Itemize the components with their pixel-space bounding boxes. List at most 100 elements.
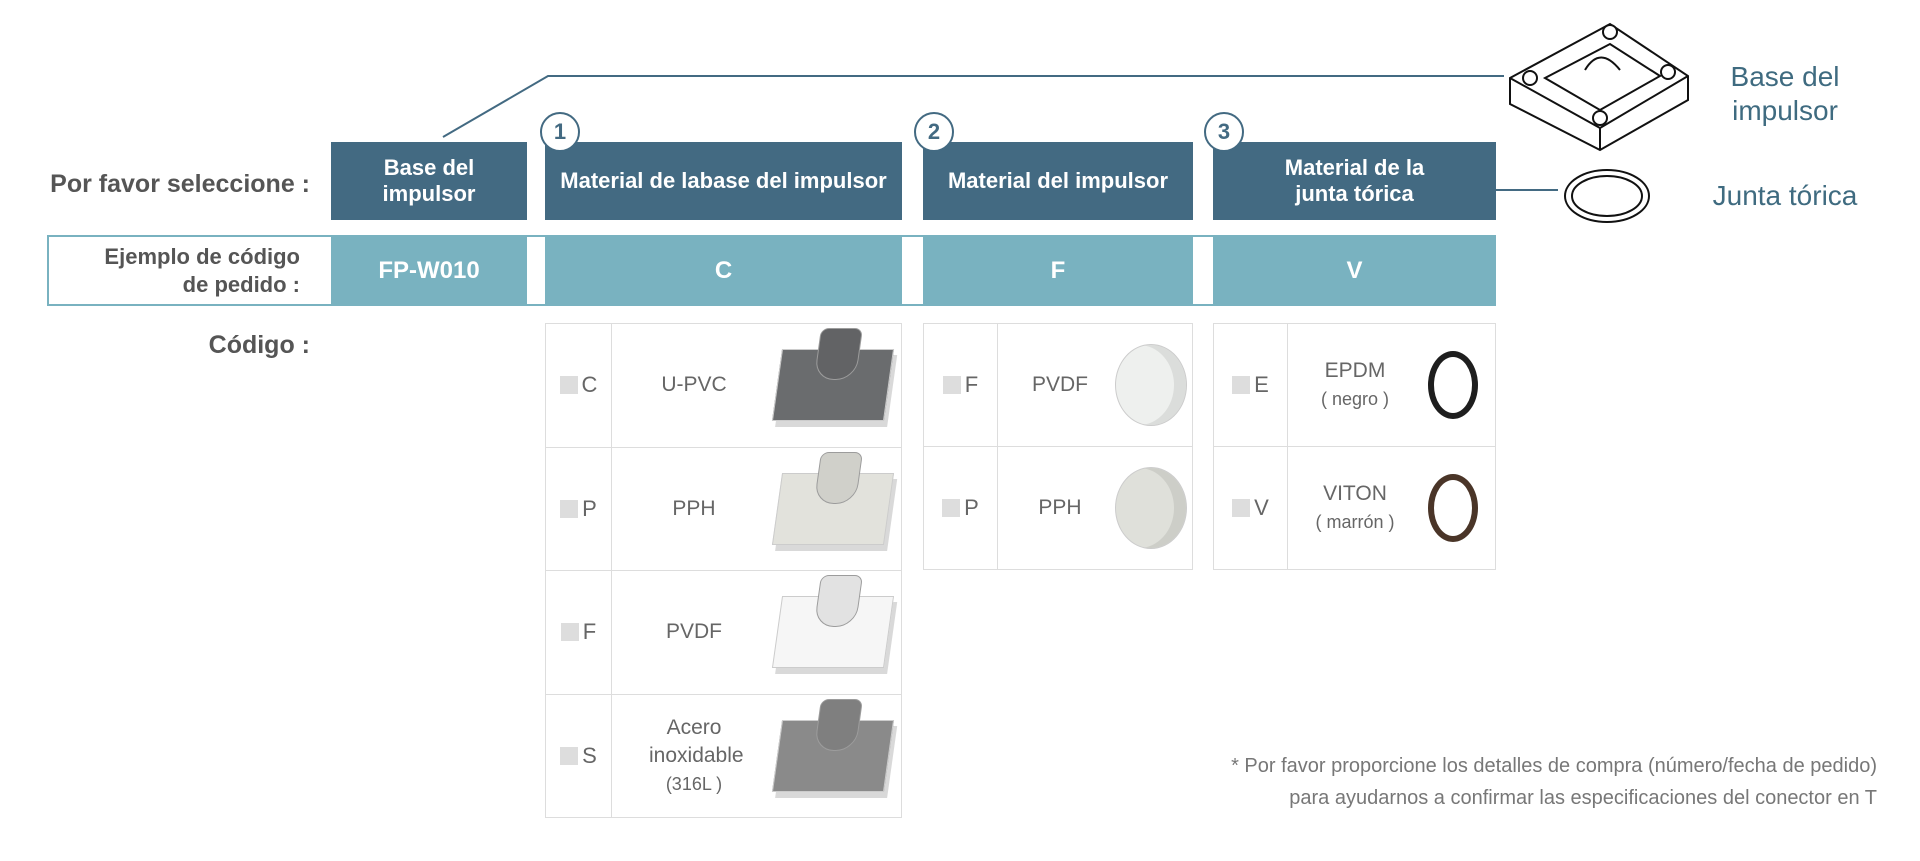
base-label-line1: Base del: [1730, 61, 1840, 92]
option-subname: ( negro ): [1320, 388, 1390, 409]
oring-black-image: [1427, 350, 1478, 419]
header-impeller-base: Base del impulsor: [331, 142, 527, 220]
option-code-cell[interactable]: V: [1214, 446, 1288, 569]
footnote-line2: para ayudarnos a confirmar las especific…: [1289, 787, 1877, 809]
option-name-cell: PVDF: [612, 571, 764, 694]
option-subname: (316L ): [665, 774, 723, 795]
tube-shape: [813, 451, 863, 504]
step-number-2: 2: [914, 112, 954, 152]
base-pvdf-image: [771, 575, 894, 669]
option-code-cell[interactable]: E: [1214, 324, 1288, 446]
option-row: E EPDM ( negro ): [1214, 324, 1495, 447]
header-impeller-material: Material del impulsor: [923, 142, 1193, 220]
option-code: C: [581, 372, 598, 398]
option-name-cell: PVDF: [998, 324, 1110, 446]
option-code-cell[interactable]: P: [546, 447, 612, 570]
base-pph-image: [771, 451, 894, 545]
option-row: F PVDF: [924, 324, 1192, 447]
checkbox[interactable]: [1232, 498, 1251, 517]
example-label-line2: de pedido :: [182, 272, 300, 297]
option-code: S: [582, 743, 597, 769]
option-image-cell: [1110, 324, 1192, 446]
option-name: U-PVC: [661, 373, 727, 397]
checkbox[interactable]: [560, 747, 579, 766]
option-name-cell: EPDM ( negro ): [1288, 324, 1410, 446]
oring-brown-image: [1427, 473, 1478, 542]
option-name-cell: U-PVC: [612, 324, 764, 447]
option-name: PVDF: [665, 620, 722, 644]
option-code-cell[interactable]: S: [546, 694, 612, 818]
base-material-options-table: C U-PVC P PPH F PVDF S Acero inoxidable (316L ): [545, 323, 902, 818]
option-name-cell: PPH: [998, 447, 1110, 570]
step-number-1: 1: [540, 112, 580, 152]
option-name-cell: PPH: [612, 448, 764, 571]
example-code-oring-material: V: [1213, 235, 1496, 306]
base-upvc-image: [771, 328, 894, 422]
code-label: Código :: [208, 331, 310, 359]
checkbox[interactable]: [942, 375, 961, 394]
option-code: F: [582, 619, 597, 645]
base-label-line2: impulsor: [1732, 95, 1838, 126]
oring-material-options-table: E EPDM ( negro ) V VITON ( marrón ): [1213, 323, 1496, 570]
option-row: P PPH: [546, 447, 901, 571]
header-line1: Material de la: [1284, 155, 1425, 180]
checkbox[interactable]: [1232, 375, 1251, 394]
option-image-cell: [764, 571, 901, 694]
option-name: EPDM: [1324, 358, 1386, 382]
option-name-cell: Acero inoxidable (316L ): [612, 695, 764, 819]
option-name: VITON: [1323, 481, 1387, 505]
option-code: E: [1254, 371, 1269, 397]
example-code-model: FP-W010: [331, 235, 527, 306]
header-line1: Base del: [383, 155, 475, 180]
impeller-base-illustration: [1509, 22, 1689, 152]
checkbox[interactable]: [560, 499, 579, 518]
option-row: C U-PVC: [546, 324, 901, 448]
header-line2: impulsor: [382, 181, 476, 206]
option-row: F PVDF: [546, 571, 901, 695]
option-name: PPH: [672, 496, 716, 520]
option-code-cell[interactable]: C: [546, 324, 612, 447]
option-code-cell[interactable]: P: [924, 446, 998, 569]
checkbox[interactable]: [559, 376, 578, 395]
oring-label: Junta tórica: [1712, 180, 1858, 211]
impeller-material-options-table: F PVDF P PPH: [923, 323, 1193, 570]
footnote-line1: * Por favor proporcione los detalles de …: [1231, 755, 1877, 777]
impeller-pph-image: [1115, 466, 1187, 549]
header-base-material: Material de labase del impulsor: [545, 142, 902, 220]
header-line1: Material del impulsor: [947, 168, 1169, 193]
step-number-3: 3: [1204, 112, 1244, 152]
option-name: Acero inoxidable: [649, 716, 744, 768]
option-code: V: [1254, 494, 1269, 520]
footnote: * Por favor proporcione los detalles de …: [1231, 750, 1877, 814]
option-subname: ( marrón ): [1315, 511, 1395, 532]
checkbox[interactable]: [942, 498, 961, 517]
option-row: S Acero inoxidable (316L ): [546, 694, 901, 819]
impeller-pvdf-image: [1115, 343, 1187, 426]
example-label: Ejemplo de código de pedido :: [60, 243, 300, 299]
option-code-cell[interactable]: F: [546, 571, 612, 694]
option-row: P PPH: [924, 446, 1192, 570]
option-name: PPH: [1038, 495, 1082, 519]
option-name: PVDF: [1031, 372, 1088, 396]
select-label: Por favor seleccione :: [50, 170, 310, 198]
header-oring-material: Material de la junta tórica: [1213, 142, 1496, 220]
option-code: P: [582, 495, 597, 521]
header-line1: Material de labase del impulsor: [560, 168, 887, 193]
option-code: P: [964, 494, 979, 520]
option-image-cell: [764, 324, 901, 447]
header-line2: junta tórica: [1295, 181, 1414, 206]
tube-shape: [813, 699, 863, 752]
base-steel-image: [771, 699, 894, 793]
example-label-line1: Ejemplo de código: [104, 244, 300, 269]
option-image-cell: [764, 695, 901, 819]
option-row: V VITON ( marrón ): [1214, 446, 1495, 569]
checkbox[interactable]: [560, 623, 579, 642]
option-code: F: [964, 371, 979, 397]
example-code-impeller-material: F: [923, 235, 1193, 306]
tube-shape: [813, 328, 863, 381]
option-image-cell: [1410, 324, 1495, 446]
option-image-cell: [764, 448, 901, 571]
option-code-cell[interactable]: F: [924, 324, 998, 446]
o-ring-illustration: [1564, 169, 1650, 223]
option-image-cell: [1110, 447, 1192, 570]
